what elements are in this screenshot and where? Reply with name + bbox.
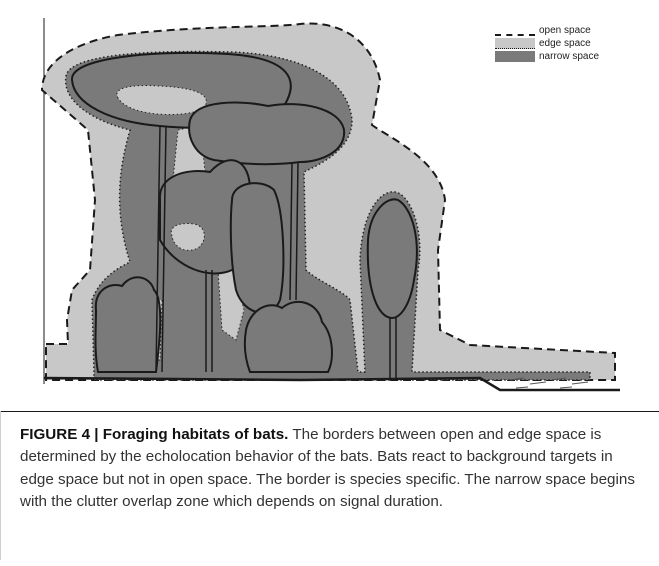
tree-crown-right	[368, 199, 417, 318]
caption-left-border	[0, 411, 1, 560]
legend-swatch-edge	[495, 38, 535, 49]
legend-item-narrow: narrow space	[495, 50, 599, 63]
habitat-diagram: open space edge space narrow space	[0, 0, 659, 395]
tree-crown-top-right	[189, 103, 344, 165]
legend-label-open: open space	[539, 25, 591, 36]
legend-item-edge: edge space	[495, 37, 599, 50]
legend-label-narrow: narrow space	[539, 51, 599, 62]
figure-title: Foraging habitats of bats.	[103, 426, 289, 443]
tree-crown-tall	[231, 183, 284, 313]
figure-label: FIGURE 4 |	[20, 426, 99, 443]
legend: open space edge space narrow space	[495, 24, 599, 63]
figure-caption: FIGURE 4 | Foraging habitats of bats. Th…	[20, 424, 650, 514]
legend-swatch-narrow	[495, 51, 535, 62]
legend-label-edge: edge space	[539, 38, 591, 49]
bush-left	[96, 277, 161, 372]
legend-item-open: open space	[495, 24, 599, 37]
legend-swatch-open	[495, 25, 535, 36]
bush-right	[245, 302, 332, 372]
caption-divider	[0, 411, 659, 412]
